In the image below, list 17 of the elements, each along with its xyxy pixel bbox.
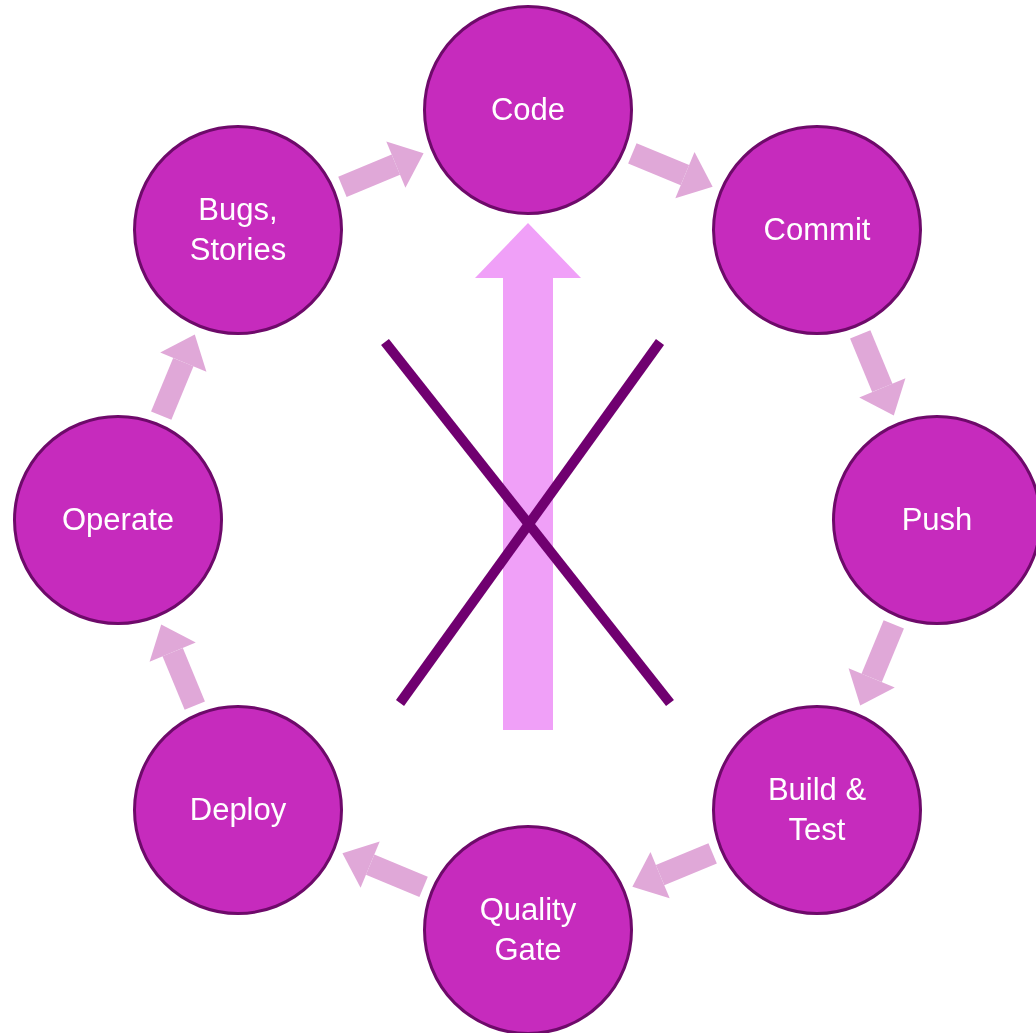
arrow bbox=[151, 334, 207, 420]
node-label: Quality Gate bbox=[478, 891, 578, 969]
arrow bbox=[149, 624, 205, 710]
arrow bbox=[632, 843, 717, 899]
node-label: Code bbox=[489, 91, 567, 129]
arrow bbox=[342, 841, 428, 897]
node-label: Build & Test bbox=[766, 771, 868, 849]
node-label: Bugs, Stories bbox=[188, 191, 288, 269]
node-label: Push bbox=[900, 501, 974, 539]
arrow bbox=[848, 620, 904, 706]
node-label: Deploy bbox=[188, 791, 288, 829]
arrow bbox=[850, 330, 906, 416]
arrow bbox=[338, 141, 424, 197]
node-label: Operate bbox=[61, 501, 175, 539]
arrow bbox=[475, 223, 581, 730]
arrow bbox=[628, 143, 713, 199]
node-label: Commit bbox=[762, 211, 872, 249]
